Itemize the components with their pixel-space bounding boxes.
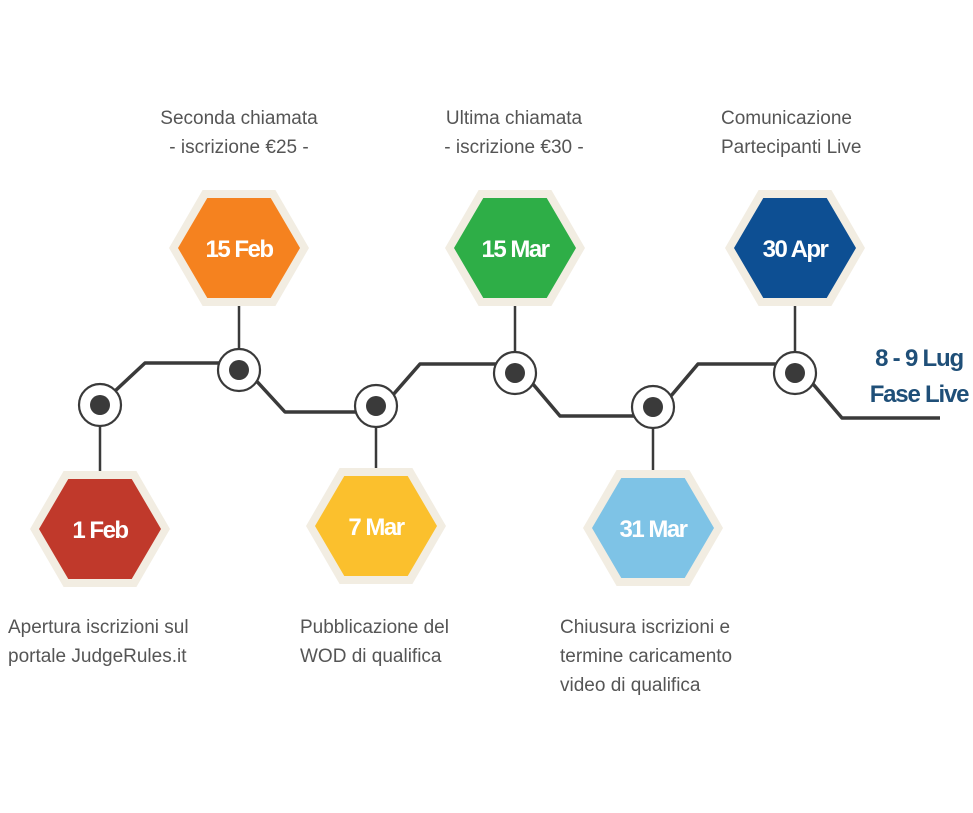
caption-line: - iscrizione €30 - (444, 137, 584, 158)
caption-line: - iscrizione €25 - (169, 137, 309, 158)
hexagon-fill (178, 198, 300, 298)
final-date: 8 - 9 Lug (875, 345, 963, 372)
caption-line: portale JudgeRules.it (8, 646, 187, 667)
node-dot (366, 396, 386, 416)
milestone-markers: 1 Feb 15 Feb 7 Mar 15 Mar 31 Mar 30 Apr (30, 190, 865, 587)
caption-milestone-3: Pubblicazione del WOD di qualifica (300, 613, 449, 671)
milestone-date: 7 Mar (348, 514, 404, 541)
caption-line: Ultima chiamata (445, 108, 583, 129)
milestone-3: 7 Mar (306, 383, 446, 584)
caption-line: WOD di qualifica (300, 646, 442, 667)
caption-line: Partecipanti Live (721, 137, 862, 158)
milestone-date: 31 Mar (619, 516, 687, 543)
hexagon-fill (592, 478, 714, 578)
caption-line: video di qualifica (560, 675, 701, 696)
milestone-1: 1 Feb (30, 382, 170, 587)
caption-line: Comunicazione (721, 108, 852, 129)
hexagon-fill (39, 479, 161, 579)
node-dot (90, 395, 110, 415)
milestone-date: 15 Mar (481, 236, 549, 263)
milestone-4: 15 Mar (445, 190, 585, 396)
node-dot (643, 397, 663, 417)
caption-line: Apertura iscrizioni sul (8, 617, 189, 638)
milestone-date: 15 Feb (205, 236, 273, 263)
final-phase: Fase Live (870, 381, 969, 408)
caption-milestone-1: Apertura iscrizioni sul portale JudgeRul… (8, 613, 189, 671)
caption-line: Chiusura iscrizioni e (560, 617, 731, 638)
caption-line: termine caricamento (560, 646, 733, 667)
hexagon-fill (734, 198, 856, 298)
caption-line: Pubblicazione del (300, 617, 449, 638)
milestone-date: 1 Feb (72, 517, 128, 544)
node-dot (505, 363, 525, 383)
milestone-5: 31 Mar (583, 384, 723, 586)
caption-milestone-2: Seconda chiamata - iscrizione €25 - (127, 104, 351, 162)
caption-milestone-4: Ultima chiamata - iscrizione €30 - (400, 104, 628, 162)
caption-milestone-5: Chiusura iscrizioni e termine caricament… (560, 613, 732, 700)
milestone-date: 30 Apr (763, 236, 829, 263)
hexagon-fill (315, 476, 437, 576)
milestone-6: 30 Apr (725, 190, 865, 396)
node-dot (785, 363, 805, 383)
milestone-2: 15 Feb (169, 190, 309, 393)
node-dot (229, 360, 249, 380)
hexagon-fill (454, 198, 576, 298)
caption-line: Seconda chiamata (160, 108, 318, 129)
caption-milestone-6: Comunicazione Partecipanti Live (721, 104, 861, 162)
